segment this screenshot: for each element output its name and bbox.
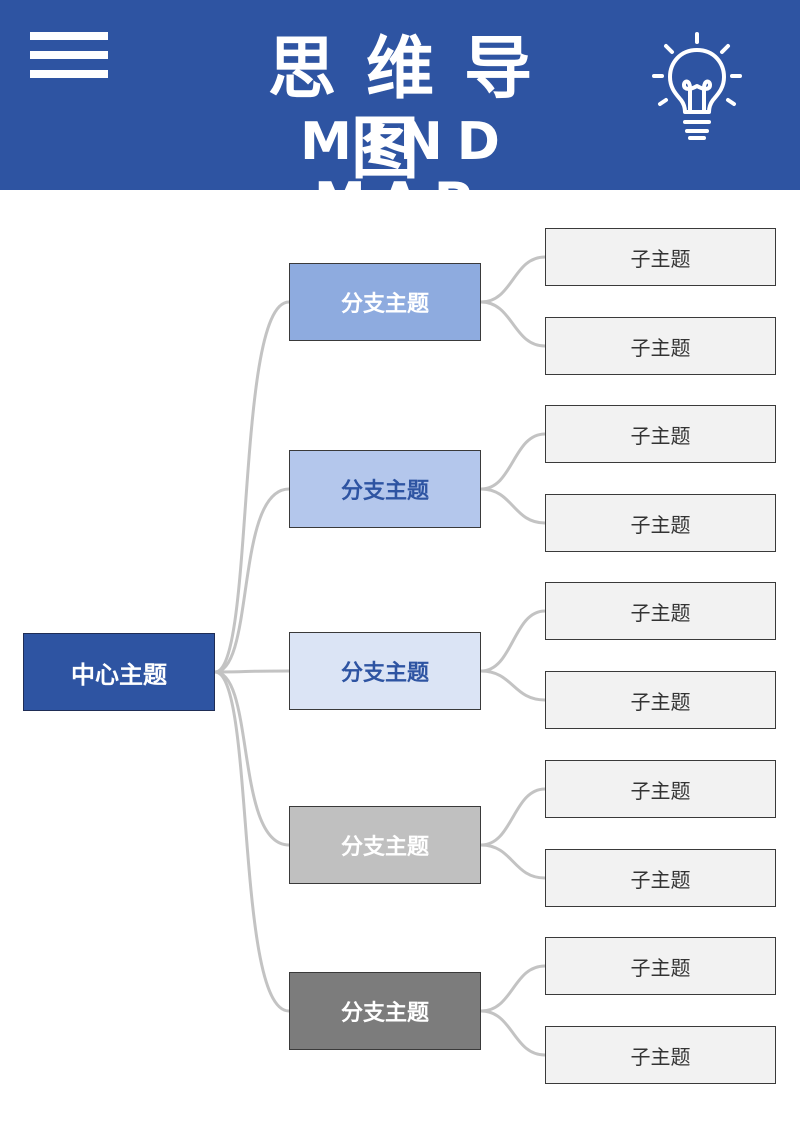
branch-subtopic-connector [480,787,546,847]
branch-subtopic-connector [480,609,546,673]
page-title: 思维导图 [267,30,562,189]
center-topic[interactable]: 中心主题 [23,633,215,711]
subtopic[interactable]: 子主题 [545,760,776,818]
subtopic[interactable]: 子主题 [545,937,776,995]
subtopic[interactable]: 子主题 [545,494,776,552]
branch-subtopic-connector [480,487,546,525]
subtopic[interactable]: 子主题 [545,671,776,729]
subtopic[interactable]: 子主题 [545,582,776,640]
branch-subtopic-connector [480,432,546,491]
subtopic[interactable]: 子主题 [545,849,776,907]
branch-subtopic-connector [480,843,546,880]
branch-topic[interactable]: 分支主题 [289,972,481,1050]
subtopic[interactable]: 子主题 [545,317,776,375]
branch-subtopic-connector [480,669,546,702]
center-branch-connector [214,670,290,847]
branch-topic[interactable]: 分支主题 [289,806,481,884]
center-branch-connector [214,487,290,674]
branch-subtopic-connector [480,300,546,348]
page-subtitle: MIND MAP [300,112,514,232]
subtopic[interactable]: 子主题 [545,405,776,463]
branch-topic[interactable]: 分支主题 [289,632,481,710]
subtopic[interactable]: 子主题 [545,228,776,286]
menu-icon[interactable] [30,32,108,78]
center-branch-connector [214,670,290,1013]
branch-subtopic-connector [480,1009,546,1057]
lightbulb-icon [652,32,742,140]
center-branch-connector [214,300,290,674]
branch-subtopic-connector [480,964,546,1013]
subtopic[interactable]: 子主题 [545,1026,776,1084]
branch-topic[interactable]: 分支主题 [289,263,481,341]
branch-subtopic-connector [480,255,546,304]
center-branch-connector [214,669,290,674]
header-banner: 思维导图 MIND MAP [0,0,800,232]
branch-topic[interactable]: 分支主题 [289,450,481,528]
